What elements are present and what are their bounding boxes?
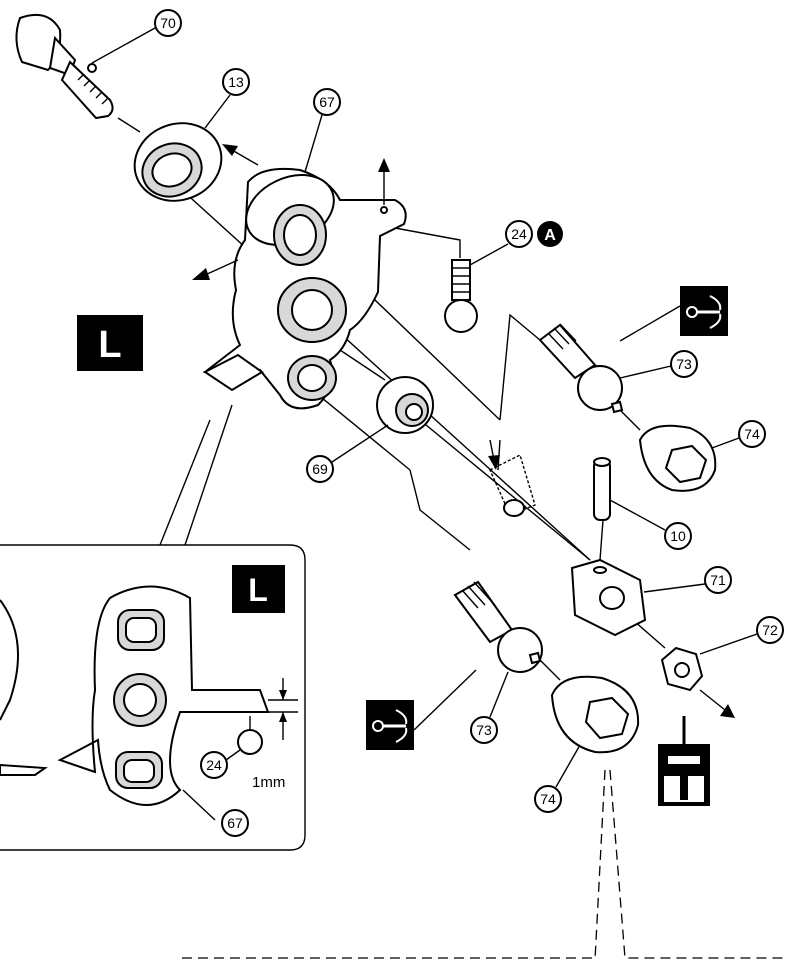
label-72: 72 bbox=[699, 616, 784, 655]
direction-arrows bbox=[192, 144, 735, 718]
svg-text:73: 73 bbox=[676, 356, 692, 372]
part-13-seal-ring bbox=[133, 122, 223, 202]
part-73-bolt-upper bbox=[538, 323, 624, 414]
svg-text:67: 67 bbox=[319, 94, 335, 110]
label-10: 10 bbox=[609, 499, 692, 550]
svg-text:L: L bbox=[248, 572, 268, 608]
svg-text:13: 13 bbox=[228, 74, 244, 90]
svg-text:70: 70 bbox=[160, 15, 176, 31]
part-number-labels: 70 13 67 24 A 73 74 bbox=[91, 9, 784, 837]
label-73-lower: 73 bbox=[470, 671, 509, 744]
svg-text:74: 74 bbox=[744, 426, 760, 442]
part-67-housing bbox=[202, 167, 407, 410]
part-72-nut bbox=[660, 646, 704, 692]
wrench-rotate-icon bbox=[366, 669, 477, 750]
svg-text:L: L bbox=[98, 324, 121, 366]
label-69: 69 bbox=[306, 424, 389, 483]
part-71-hex-block bbox=[570, 558, 647, 637]
detail-inset bbox=[0, 404, 306, 851]
badge-L-detail: L bbox=[232, 565, 285, 613]
svg-text:24: 24 bbox=[511, 226, 527, 242]
dashed-callout-line bbox=[182, 769, 787, 961]
label-74-upper: 74 bbox=[711, 420, 766, 449]
label-74-lower: 74 bbox=[534, 744, 581, 813]
svg-text:24: 24 bbox=[206, 757, 222, 773]
screw-insert-icon bbox=[658, 716, 710, 806]
badge-L-main: L bbox=[77, 315, 143, 371]
label-24: 24 bbox=[469, 220, 533, 266]
label-67: 67 bbox=[304, 88, 341, 173]
label-73-upper: 73 bbox=[619, 350, 698, 379]
part-74-cap-upper bbox=[638, 424, 717, 492]
label-A: A bbox=[537, 221, 563, 247]
label-67-detail: 67 bbox=[221, 809, 249, 837]
svg-text:69: 69 bbox=[312, 461, 328, 477]
part-70-valve bbox=[15, 14, 114, 120]
svg-text:A: A bbox=[544, 227, 556, 244]
label-24-detail: 24 bbox=[200, 749, 241, 779]
part-74-cap-lower bbox=[550, 675, 640, 754]
svg-text:74: 74 bbox=[540, 791, 556, 807]
svg-text:71: 71 bbox=[710, 572, 726, 588]
part-24-screw bbox=[444, 259, 478, 333]
measurement-1mm: 1mm bbox=[252, 774, 285, 791]
svg-text:72: 72 bbox=[762, 622, 778, 638]
wrench-rotate-icon bbox=[619, 286, 728, 342]
part-73-bolt-lower bbox=[453, 580, 543, 673]
label-13: 13 bbox=[204, 68, 250, 129]
svg-text:73: 73 bbox=[476, 722, 492, 738]
part-10-pin bbox=[593, 457, 611, 521]
threaded-stud bbox=[489, 454, 536, 517]
part-69-bushing bbox=[376, 376, 434, 434]
label-70: 70 bbox=[91, 9, 182, 64]
svg-text:67: 67 bbox=[227, 815, 243, 831]
label-71: 71 bbox=[643, 566, 732, 594]
svg-text:10: 10 bbox=[670, 528, 686, 544]
